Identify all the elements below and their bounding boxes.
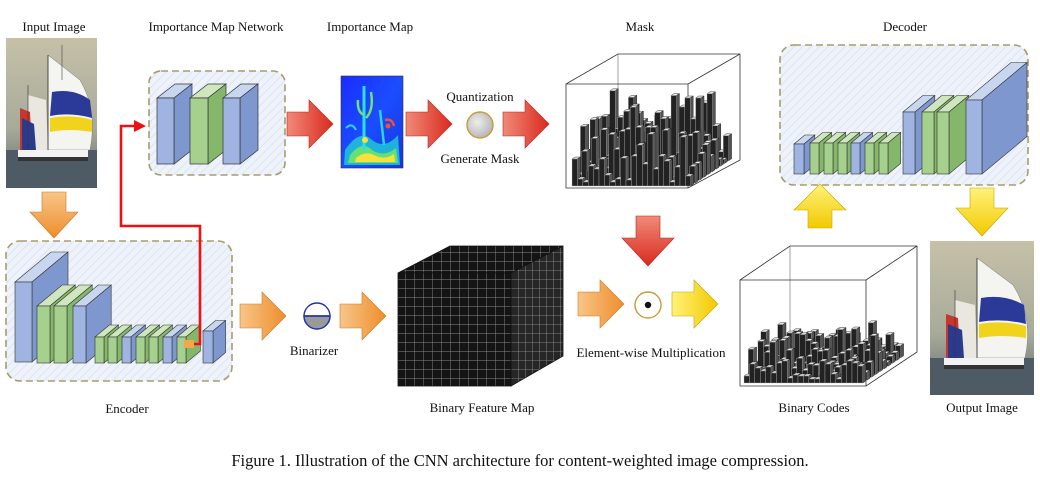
- multiplication-node: [634, 291, 662, 319]
- code-bar-65: [886, 354, 896, 364]
- binary-codes-label: Binary Codes: [778, 400, 849, 415]
- encoder-blocks: [14, 251, 227, 364]
- mask-bar-215: [663, 158, 673, 187]
- encoder-conv-4: [72, 284, 113, 364]
- binary-feature-map-label: Binary Feature Map: [430, 400, 535, 415]
- encoder-conv-12: [202, 319, 227, 364]
- arrow-codes-to-decoder: [793, 183, 847, 229]
- importance-map-network: [148, 70, 286, 176]
- mask-bar-219: [684, 173, 695, 187]
- arrow-map-to-quantization: [405, 99, 453, 149]
- arrow-input-to-encoder: [29, 191, 79, 239]
- binarizer-label: Binarizer: [290, 343, 339, 358]
- importance-map: [340, 75, 404, 169]
- encoder: [5, 240, 233, 382]
- decoder: [779, 44, 1029, 186]
- decoder-conv-10: [936, 94, 970, 175]
- importance-map-network-label: Importance Map Network: [148, 19, 284, 34]
- generate-mask-label: Generate Mask: [440, 151, 520, 166]
- binary-code-bars: [743, 320, 905, 384]
- arrow-feature-map-to-multiplication: [577, 279, 625, 329]
- mask-plot: [565, 53, 741, 189]
- arrow-network-to-map: [286, 99, 334, 149]
- decoder-conv-7: [878, 131, 902, 175]
- arrow-quantization-to-mask: [502, 99, 550, 149]
- arrow-binarizer-to-feature-map: [339, 291, 387, 341]
- code-bar-219: [856, 363, 867, 384]
- input-image: [6, 38, 97, 188]
- arrow-encoder-to-binarizer: [239, 291, 287, 341]
- code-bar-175: [865, 360, 875, 378]
- decoder-conv-11: [965, 61, 1028, 175]
- binary-codes-plot: [739, 245, 918, 387]
- arrow-multiplication-to-codes: [671, 279, 719, 329]
- binarizer-node: [303, 302, 331, 330]
- encoder-to-importance-connection: [119, 120, 202, 348]
- mask-bars: [571, 88, 733, 187]
- quantization-label: Quantization: [446, 89, 514, 104]
- arrow-mask-to-multiplication: [621, 215, 675, 267]
- binary-feature-map-cube: [397, 245, 564, 387]
- mask-label: Mask: [626, 19, 655, 34]
- output-image: [930, 241, 1034, 395]
- decoder-blocks: [793, 61, 1028, 175]
- mask-bar-218: [679, 134, 690, 187]
- importance-map-label: Importance Map: [327, 19, 413, 34]
- figure-caption: Figure 1. Illustration of the CNN archit…: [231, 451, 808, 470]
- arrow-decoder-to-output: [955, 187, 1009, 237]
- output-image-label: Output Image: [946, 400, 1018, 415]
- decoder-label: Decoder: [883, 19, 928, 34]
- code-bar-153: [869, 333, 880, 375]
- code-bar-205: [781, 358, 791, 384]
- element-wise-multiplication-label: Element-wise Multiplication: [576, 345, 726, 360]
- mask-bar-21: [722, 133, 733, 162]
- encoder-label: Encoder: [105, 401, 149, 416]
- input-image-label: Input Image: [22, 19, 85, 34]
- quantization-node: [466, 111, 494, 139]
